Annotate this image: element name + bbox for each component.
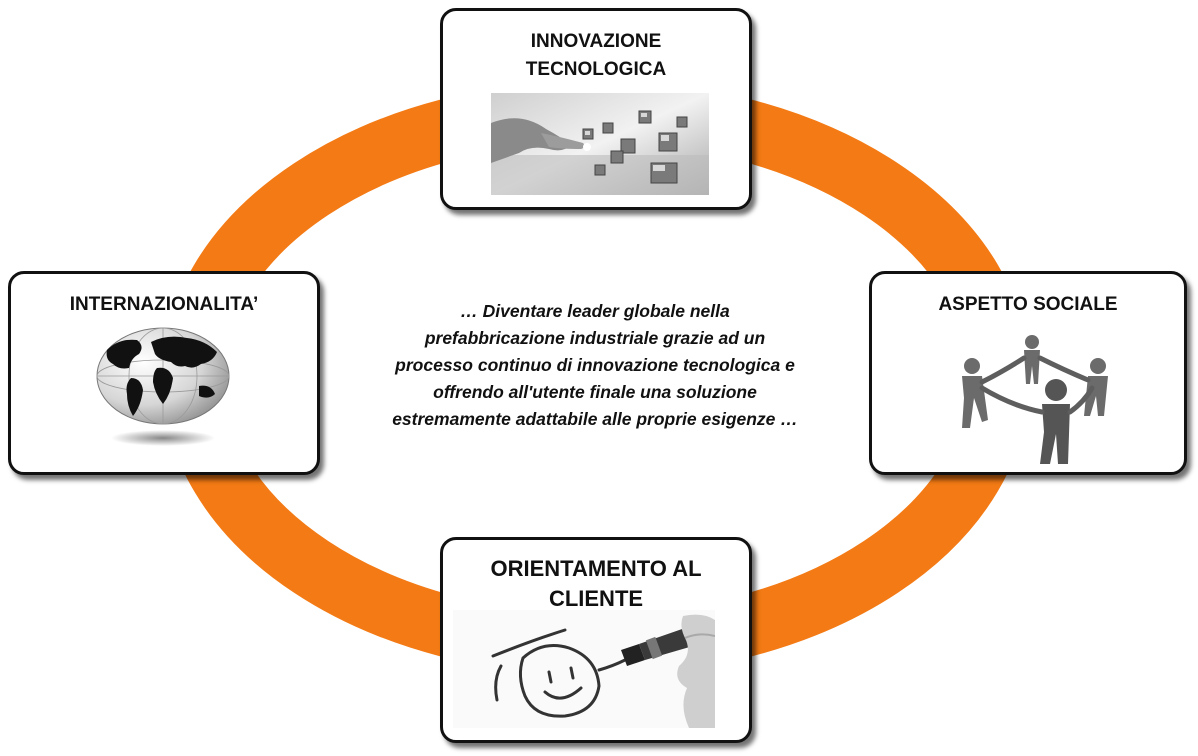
card-aspetto-sociale: ASPETTO SOCIALE [869,271,1187,475]
card-internazionalita: INTERNAZIONALITA’ [8,271,320,475]
hand-touching-3d-cubes-icon [491,93,709,195]
card-title-innovazione: INNOVAZIONE TECNOLOGICA [525,31,667,80]
card-innovazione-tecnologica: INNOVAZIONE TECNOLOGICA [440,8,752,210]
hand-drawing-smiley-icon [453,610,715,728]
world-globe-icon [96,327,230,446]
card-title-internazionalita: INTERNAZIONALITA’ [69,294,259,315]
card-title-aspetto-sociale: ASPETTO SOCIALE [938,294,1118,315]
card-title-orientamento-al-cliente: ORIENTAMENTO AL CLIENTE [490,556,702,611]
card-orientamento-al-cliente: ORIENTAMENTO AL CLIENTE [440,537,752,743]
mission-statement: … Diventare leader globale nella prefabb… [392,301,798,429]
people-circle-holding-hands-icon [962,335,1108,464]
